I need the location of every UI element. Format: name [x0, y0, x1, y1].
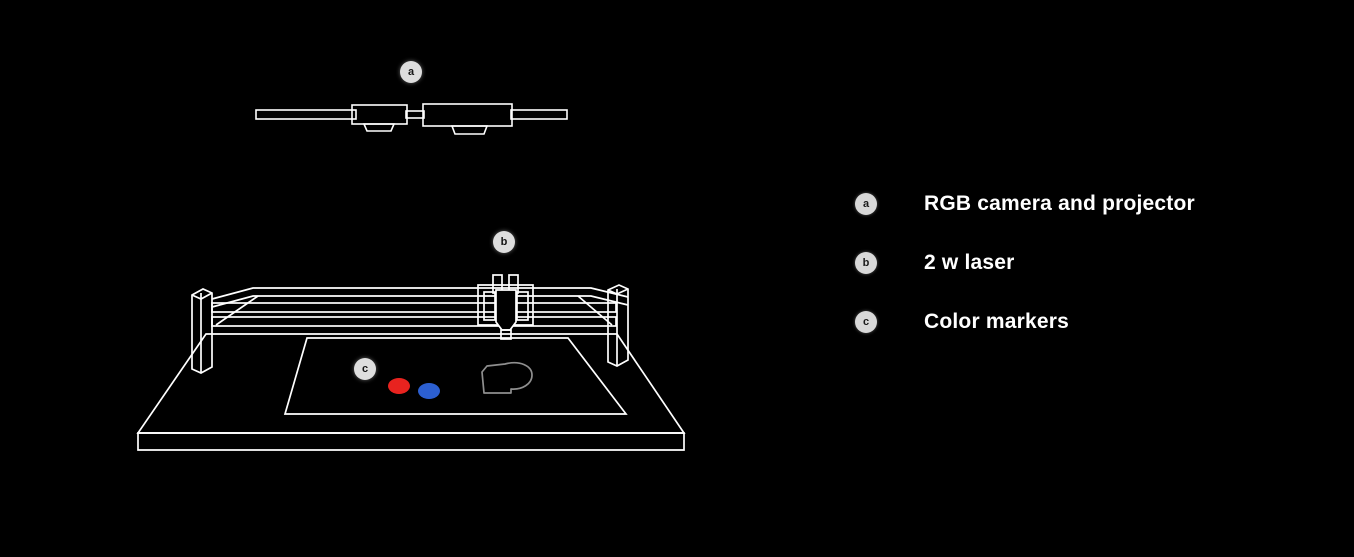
gantry-rail-rear-lower	[211, 295, 629, 308]
blue-marker	[418, 383, 440, 399]
base-front-face	[137, 432, 685, 451]
laser-carriage-body	[477, 284, 534, 326]
gantry-rail-front-upper	[211, 302, 617, 313]
color-markers-group	[388, 378, 440, 399]
projector-body	[422, 103, 513, 127]
rail-perspective-left	[215, 295, 259, 326]
overhead-assembly-group	[255, 103, 568, 135]
legend-item-b: b 2 w laser	[855, 242, 1325, 284]
laser-carriage-slot-right	[516, 291, 529, 321]
gantry-rail-rear	[211, 287, 629, 300]
legend-label-a: RGB camera and projector	[924, 192, 1195, 215]
legend-label-c: Color markers	[924, 310, 1069, 333]
laser-nozzle	[500, 329, 512, 340]
legend-item-a: a RGB camera and projector	[855, 183, 1325, 225]
laser-engraver-group	[136, 274, 686, 451]
legend: a RGB camera and projector b 2 w laser c…	[855, 183, 1325, 360]
legend-badge-c: c	[855, 311, 877, 333]
legend-badge-b: b	[855, 252, 877, 274]
legend-label-b: 2 w laser	[924, 251, 1015, 274]
laser-head-body	[495, 289, 517, 331]
callout-badge-c: c	[354, 358, 376, 380]
callout-badge-a: a	[400, 61, 422, 83]
legend-item-c: c Color markers	[855, 301, 1325, 343]
overhead-rail-right	[510, 109, 568, 120]
overhead-rail-connector	[405, 110, 425, 119]
rgb-camera-mount	[362, 123, 396, 132]
red-marker	[388, 378, 410, 394]
gantry-post-left-top	[191, 292, 213, 300]
rail-perspective-right	[577, 295, 613, 326]
traced-shape-outline	[481, 361, 533, 394]
work-bed	[283, 337, 628, 415]
laser-carriage-slot-left	[483, 291, 496, 321]
legend-badge-a: a	[855, 193, 877, 215]
rgb-camera-body	[351, 104, 408, 125]
gantry-rail-front-lower	[211, 316, 617, 327]
gantry-post-right	[607, 284, 629, 367]
overhead-rail-left	[255, 109, 357, 120]
callout-badge-b: b	[493, 231, 515, 253]
projector-mount	[450, 125, 489, 135]
gantry-post-left	[191, 288, 213, 374]
